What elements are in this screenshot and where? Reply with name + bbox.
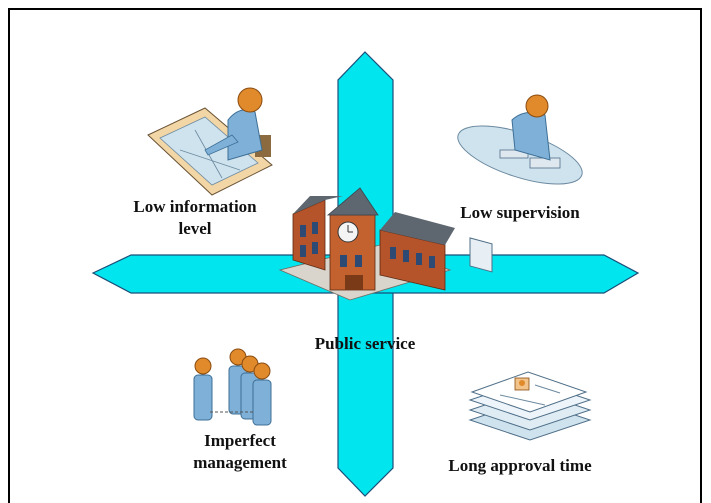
label-public-service: Public service — [314, 334, 416, 353]
architect-icon — [147, 87, 273, 196]
label-imperfect-management: Imperfect management — [193, 431, 287, 472]
computer-user-icon — [457, 94, 583, 273]
documents-stack-icon — [468, 371, 592, 441]
label-low-information-level: Low information level — [133, 197, 257, 238]
label-long-approval-time: Long approval time — [448, 456, 592, 475]
label-low-supervision: Low supervision — [460, 203, 580, 222]
group-of-people-icon — [193, 348, 272, 426]
building-icon — [278, 187, 455, 301]
